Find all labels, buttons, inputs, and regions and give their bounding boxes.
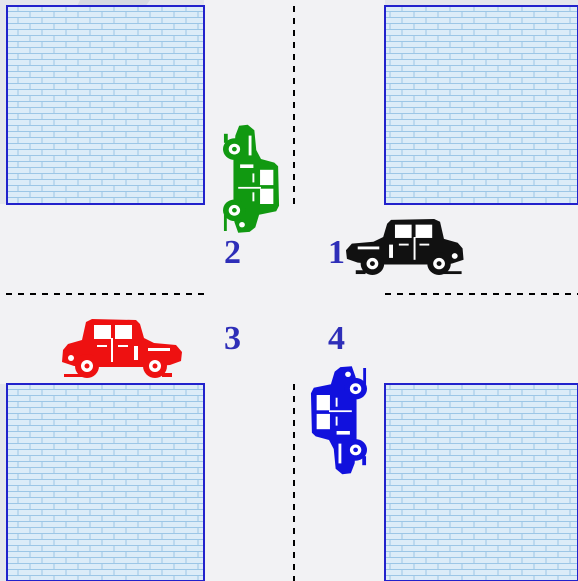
car-label-3: 3: [224, 322, 241, 356]
block-bottom-left: [7, 384, 204, 581]
car-label-2: 2: [224, 236, 241, 270]
car-label-1: 1: [328, 236, 345, 270]
block-bottom-right: [385, 384, 578, 581]
block-top-left: [7, 6, 204, 204]
block-top-right: [385, 6, 578, 204]
car-label-4: 4: [328, 322, 345, 356]
